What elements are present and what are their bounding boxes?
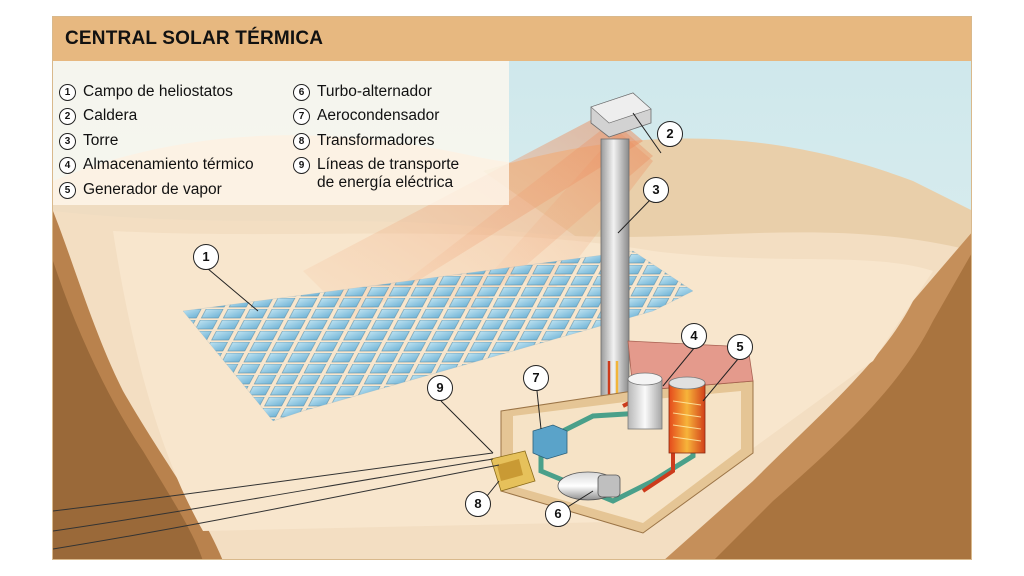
legend-number: 6 xyxy=(293,84,310,101)
legend-item-9: 9 Líneas de transporte de energía eléctr… xyxy=(293,156,459,192)
legend-number: 1 xyxy=(59,84,76,101)
callout-1: 1 xyxy=(193,244,219,270)
legend-panel: 1 Campo de heliostatos 2 Caldera 3 Torre… xyxy=(53,61,509,205)
legend-label: Campo de heliostatos xyxy=(83,83,233,100)
legend-item-6: 6 Turbo-alternador xyxy=(293,83,432,101)
callout-6: 6 xyxy=(545,501,571,527)
legend-item-5: 5 Generador de vapor xyxy=(59,181,222,199)
callout-5: 5 xyxy=(727,334,753,360)
legend-number: 3 xyxy=(59,133,76,150)
legend-label: Generador de vapor xyxy=(83,181,222,198)
legend-number: 2 xyxy=(59,108,76,125)
legend-number: 7 xyxy=(293,108,310,125)
legend-number: 9 xyxy=(293,157,310,174)
legend-label: Torre xyxy=(83,132,119,149)
legend-item-3: 3 Torre xyxy=(59,132,118,150)
callout-9: 9 xyxy=(427,375,453,401)
legend-label: Caldera xyxy=(83,107,138,124)
callout-3: 3 xyxy=(643,177,669,203)
callout-4: 4 xyxy=(681,323,707,349)
legend-label: Aerocondensador xyxy=(317,107,440,124)
legend-number: 4 xyxy=(59,157,76,174)
title-bar: CENTRAL SOLAR TÉRMICA xyxy=(53,17,971,62)
legend-item-2: 2 Caldera xyxy=(59,107,137,125)
callout-2: 2 xyxy=(657,121,683,147)
solar-plant-illustration xyxy=(53,61,971,559)
callout-8: 8 xyxy=(465,491,491,517)
legend-item-7: 7 Aerocondensador xyxy=(293,107,439,125)
callout-7: 7 xyxy=(523,365,549,391)
legend-item-8: 8 Transformadores xyxy=(293,132,434,150)
diagram-title: CENTRAL SOLAR TÉRMICA xyxy=(65,28,324,49)
legend-label-multiline: Líneas de transporte de energía eléctric… xyxy=(317,156,459,192)
diagram-frame: CENTRAL SOLAR TÉRMICA xyxy=(52,16,972,560)
legend-label-line1: Líneas de transporte xyxy=(317,156,460,173)
legend-label-line2: de energía eléctrica xyxy=(317,174,454,191)
legend-label: Turbo-alternador xyxy=(317,83,432,100)
legend-number: 5 xyxy=(59,182,76,199)
legend-item-4: 4 Almacenamiento térmico xyxy=(59,156,254,174)
legend-label: Almacenamiento térmico xyxy=(83,156,254,173)
legend-number: 8 xyxy=(293,133,310,150)
legend-item-1: 1 Campo de heliostatos xyxy=(59,83,233,101)
legend-label: Transformadores xyxy=(317,132,435,149)
